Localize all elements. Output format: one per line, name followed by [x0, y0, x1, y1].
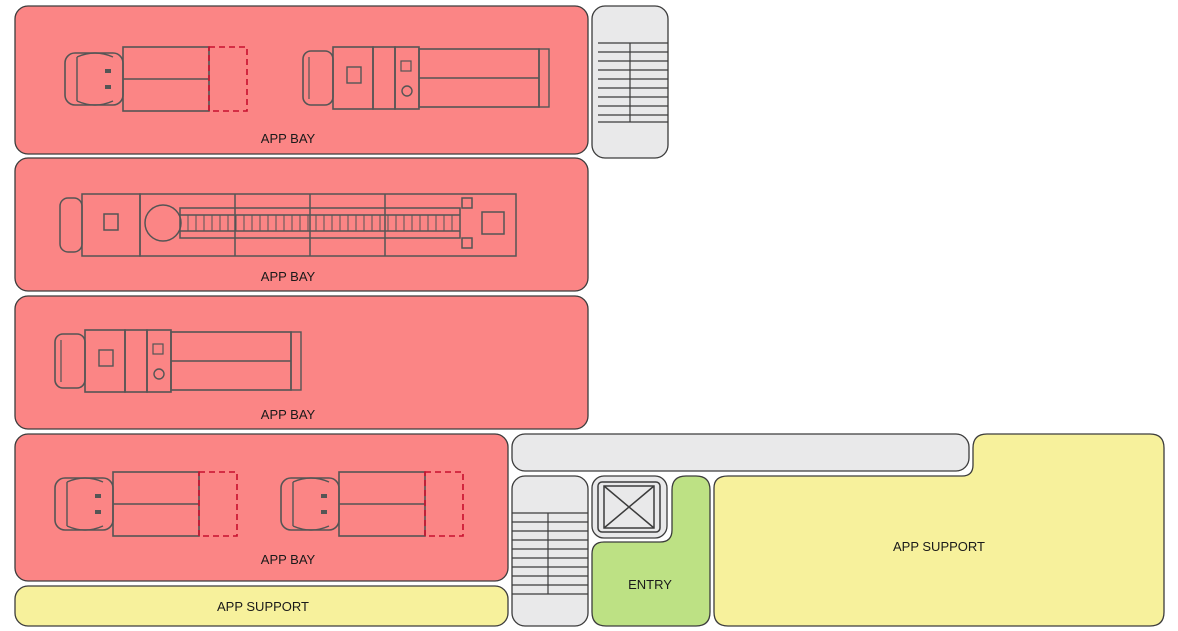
stair-icon — [598, 42, 668, 123]
app-bay-4: APP BAY — [14, 433, 509, 582]
app-bay-1-label: APP BAY — [261, 131, 316, 146]
entry-area — [591, 475, 711, 627]
app-bay-3-label: APP BAY — [261, 407, 316, 422]
app-bay-4-area — [14, 433, 509, 582]
app-bay-3: APP BAY — [14, 295, 589, 430]
entry-label: ENTRY — [628, 577, 672, 592]
app-support-strip-label: APP SUPPORT — [217, 599, 309, 614]
app-bay-2-label: APP BAY — [261, 269, 316, 284]
stair-south-area — [511, 475, 589, 627]
app-support-main-label: APP SUPPORT — [893, 539, 985, 554]
app-bay-2: APP BAY — [14, 157, 589, 292]
app-support-main-area — [713, 433, 1165, 627]
app-bay-4-label: APP BAY — [261, 552, 316, 567]
corridor — [511, 433, 970, 472]
app-bay-2-area — [14, 157, 589, 292]
stair-south — [511, 475, 589, 627]
elevator — [591, 475, 668, 539]
app-bay-1-area — [14, 5, 589, 155]
app-support-strip-area — [14, 585, 509, 627]
app-bay-1: APP BAY — [14, 5, 589, 155]
entry: ENTRY — [591, 475, 711, 627]
elevator-icon — [597, 481, 661, 533]
ladder-truck-icon — [59, 193, 517, 257]
stair-north — [591, 5, 669, 159]
app-support-main: APP SUPPORT — [713, 433, 1165, 627]
app-support-strip: APP SUPPORT — [14, 585, 509, 627]
stair-icon — [512, 512, 588, 595]
